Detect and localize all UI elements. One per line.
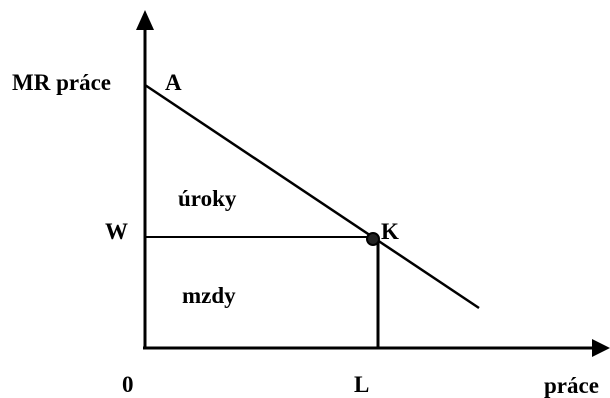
region-lower-label: mzdy — [182, 283, 236, 308]
x-axis-label: práce — [544, 373, 599, 398]
y-axis-label: MR práce — [12, 70, 111, 95]
labor-quantity-label: L — [354, 372, 370, 397]
x-axis-arrowhead — [592, 339, 610, 357]
wage-level-label: W — [105, 219, 128, 244]
origin-label: 0 — [122, 372, 134, 397]
point-k-label: K — [381, 219, 399, 244]
y-axis-arrowhead — [136, 10, 154, 30]
point-a-label: A — [165, 70, 182, 95]
point-k-marker — [366, 232, 380, 246]
mr-labor-line — [144, 83, 480, 310]
region-upper-label: úroky — [178, 186, 237, 211]
